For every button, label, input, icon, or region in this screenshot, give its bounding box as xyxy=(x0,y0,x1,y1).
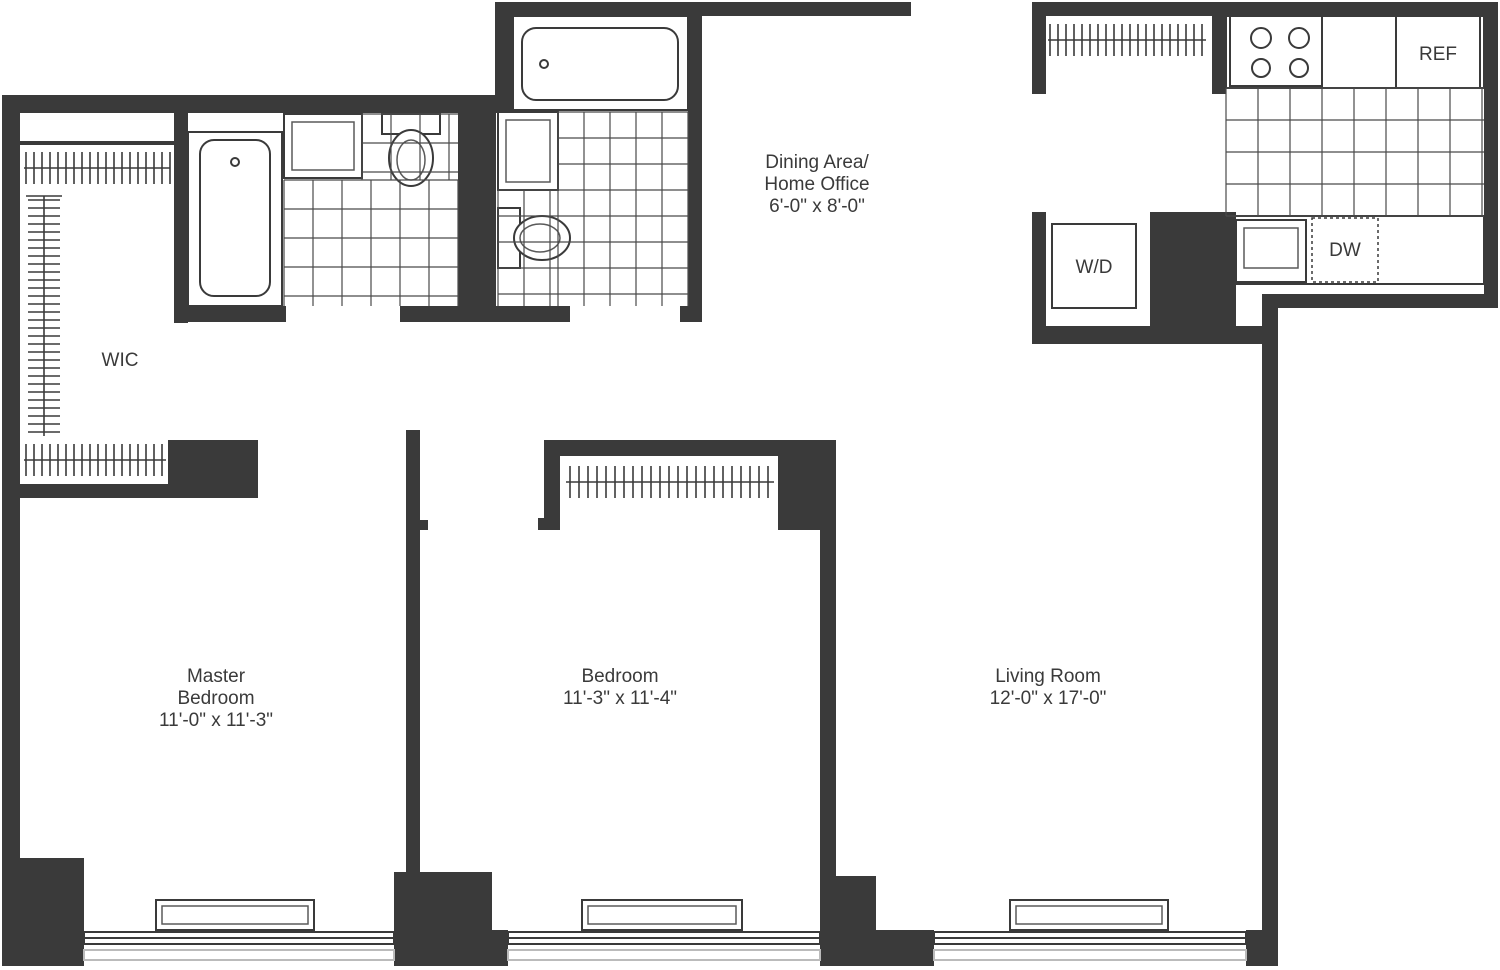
master-label-line1: Master xyxy=(187,666,246,687)
wic-label: WIC xyxy=(102,350,139,371)
bathroom-1 xyxy=(187,113,459,307)
wic-closet-rails xyxy=(19,141,175,476)
living-dims: 12'-0" x 17'-0" xyxy=(990,688,1107,709)
heaters xyxy=(155,899,1169,931)
kitchen xyxy=(1225,15,1485,285)
windows xyxy=(83,931,1247,961)
dishwasher-label: DW xyxy=(1329,240,1361,261)
laundry-closet-rail xyxy=(1048,24,1206,56)
dining-label-line2: Home Office xyxy=(764,174,869,195)
master-dims: 11'-0" x 11'-3" xyxy=(159,710,273,731)
bedroom-label: Bedroom xyxy=(581,666,658,687)
refrigerator-label: REF xyxy=(1419,44,1457,65)
washer-dryer xyxy=(1051,223,1137,309)
bathroom-2 xyxy=(497,15,689,306)
bedroom-closet-rail xyxy=(566,466,774,498)
living-label: Living Room xyxy=(995,666,1101,687)
dining-dims: 6'-0" x 8'-0" xyxy=(769,196,865,217)
bedroom-dims: 11'-3" x 11'-4" xyxy=(563,688,677,709)
dining-label-line1: Dining Area/ xyxy=(765,152,869,173)
washer-dryer-label: W/D xyxy=(1076,257,1113,278)
master-label-line2: Bedroom xyxy=(177,688,254,709)
room-labels: Dining Area/ Home Office 6'-0" x 8'-0" W… xyxy=(102,44,1457,731)
